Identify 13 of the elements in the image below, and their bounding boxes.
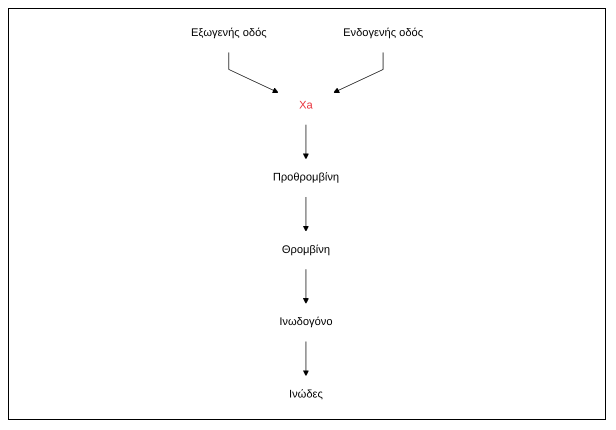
node-text: Θρομβίνη <box>282 244 330 256</box>
arrow <box>333 52 384 94</box>
arrow <box>302 340 309 376</box>
node-text: Ινώδες <box>289 388 323 400</box>
node-text: Ενδογενής οδός <box>343 27 424 39</box>
arrow <box>302 124 309 160</box>
node-text: Ινωδογόνο <box>279 316 333 328</box>
arrow <box>228 52 279 94</box>
arrow <box>302 196 309 232</box>
node-text: Εξωγενής οδός <box>190 27 267 39</box>
node-text: Προθρομβίνη <box>272 172 340 184</box>
node-text: Xa <box>299 99 313 112</box>
arrow <box>302 268 309 304</box>
